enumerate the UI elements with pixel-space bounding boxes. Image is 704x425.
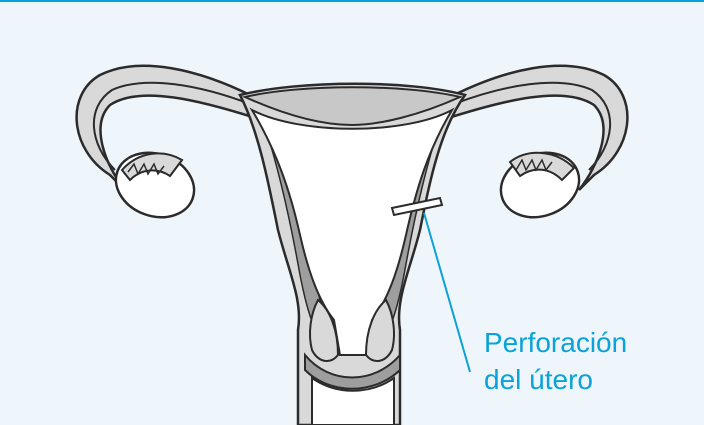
perforation-callout-label: Perforación del útero xyxy=(484,324,627,398)
left-ovary xyxy=(107,142,203,228)
callout-leader-line xyxy=(424,213,470,372)
uterus-body xyxy=(240,84,465,425)
callout-label-line1: Perforación xyxy=(484,324,627,361)
callout-label-line2: del útero xyxy=(484,361,627,398)
right-ovary xyxy=(492,142,588,228)
